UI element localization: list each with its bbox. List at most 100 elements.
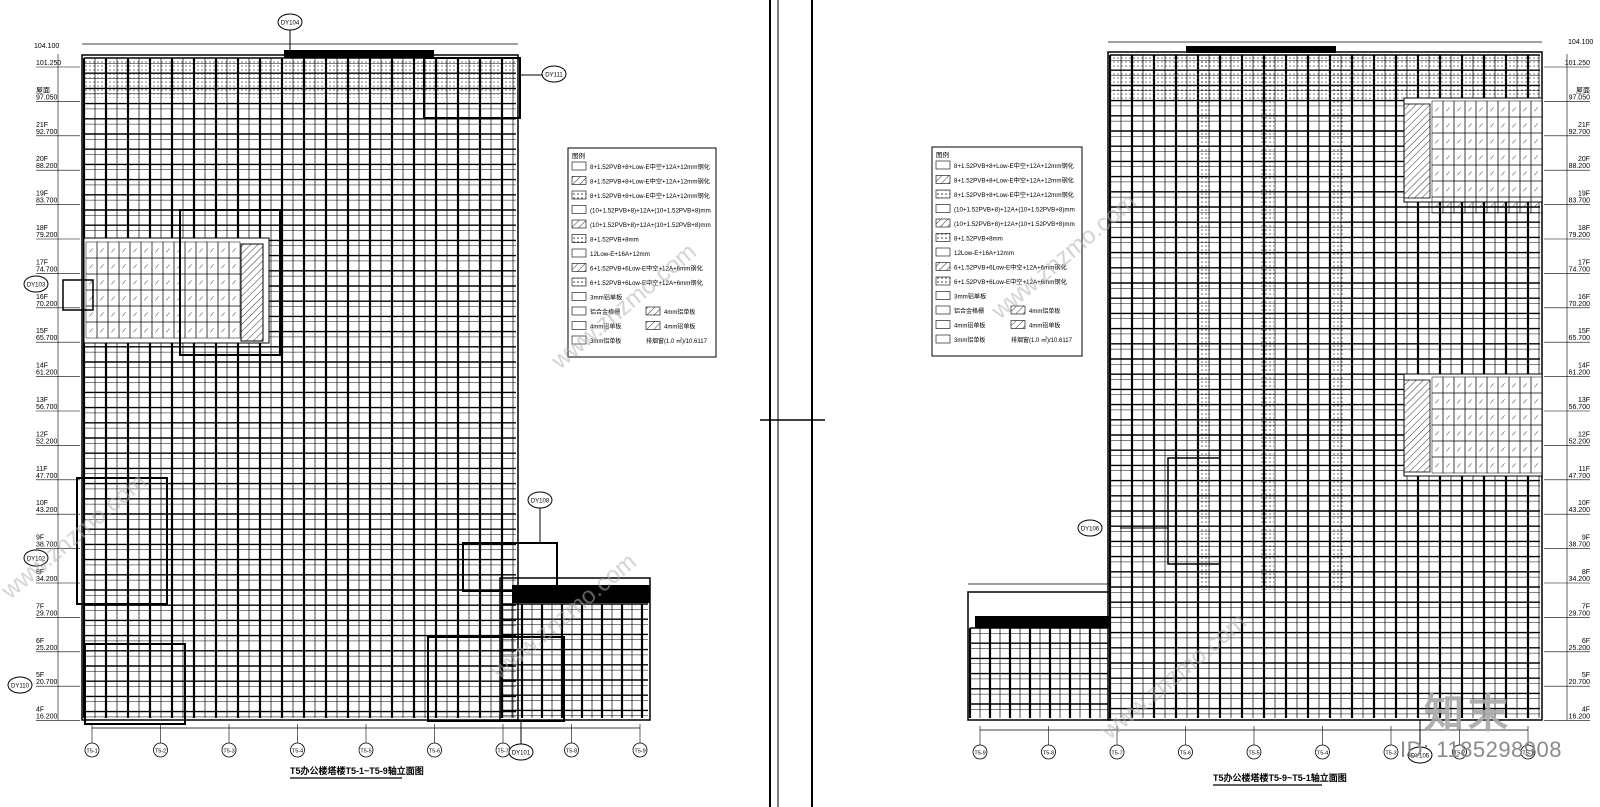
level-floor-label: 9F xyxy=(36,535,44,542)
callout-label: DY105 xyxy=(1411,753,1430,759)
level-floor-label: 4F xyxy=(1582,707,1590,714)
level-floor-label: 16F xyxy=(36,294,48,301)
level-floor-label: 18F xyxy=(36,225,48,232)
level-floor-label: 14F xyxy=(1578,363,1590,370)
callout-label: DY104 xyxy=(281,20,300,26)
legend-grid-label: 4mm铝单板 xyxy=(1029,322,1060,330)
level-floor-label: 10F xyxy=(1578,500,1590,507)
axis-bubble xyxy=(1041,744,1056,760)
legend-row-label: 6+1.52PVB+6Low-E中空+12A+6mm钢化 xyxy=(590,265,703,273)
level-elevation-label: 88.200 xyxy=(1569,163,1591,170)
callout-label: DY111 xyxy=(545,72,563,78)
level-floor-label: 6F xyxy=(1582,638,1590,645)
right-light-panel-upper xyxy=(1403,97,1543,203)
level-floor-label: 8F xyxy=(36,569,44,576)
level-elevation-label: 74.700 xyxy=(1569,266,1591,273)
legend-row-label: 8+1.52PVB+8mm xyxy=(590,237,639,244)
legend-row-label: 6+1.52PVB+6Low-E中空+12A+6mm钢化 xyxy=(590,279,703,287)
axis-bubble xyxy=(427,742,442,758)
level-elevation-label: 83.700 xyxy=(1569,198,1591,205)
callout-label: DY106 xyxy=(1081,526,1100,532)
left-hatched-strip xyxy=(240,243,264,342)
level-elevation-label: 88.200 xyxy=(36,163,58,170)
callout-bubble xyxy=(1407,746,1433,764)
level-elevation-label: 70.200 xyxy=(1569,301,1591,308)
legend-row-label: 12Low-E+16A+12mm xyxy=(954,250,1014,257)
level-floor-label: 5F xyxy=(1582,672,1590,679)
level-floor-label: 7F xyxy=(1582,603,1590,610)
level-floor-label: 17F xyxy=(36,259,48,266)
level-elevation-label: 97.050 xyxy=(36,94,58,101)
level-floor-label: 21F xyxy=(1578,122,1590,129)
axis-label: T5-6 xyxy=(1180,751,1191,757)
legend-grid-label: 4mm铝单板 xyxy=(954,322,985,330)
axis-bubble xyxy=(1315,744,1330,760)
level-elevation-label: 56.700 xyxy=(1569,404,1591,411)
level-elevation-label: 20.700 xyxy=(1569,679,1591,686)
level-floor-label: 10F xyxy=(36,500,48,507)
legend-grid-label: 3mm铝单板 xyxy=(590,337,621,345)
legend-heading: 图例 xyxy=(572,151,585,160)
callout-bubble xyxy=(508,743,534,761)
level-elevation-label: 38.700 xyxy=(1569,542,1591,549)
level-floor-label: 11F xyxy=(36,466,48,473)
callout-bubble xyxy=(277,13,303,31)
level-elevation-label: 16.200 xyxy=(1569,714,1591,721)
level-floor-label: 7F xyxy=(36,603,44,610)
level-elevation-label: 34.200 xyxy=(36,576,58,583)
level-floor-label: 16F xyxy=(1578,294,1590,301)
legend-grid-label: 3mm铝单板 xyxy=(954,336,985,344)
legend-grid-label: 铝合金格栅 xyxy=(590,308,620,316)
level-elevation-label: 16.200 xyxy=(36,714,58,721)
level-floor-label: 屋面 xyxy=(1576,86,1590,94)
legend-row-label: 3mm铝单板 xyxy=(590,294,622,302)
level-elevation-label: 52.200 xyxy=(36,438,58,445)
level-elevation-label: 92.700 xyxy=(1569,129,1591,136)
right-roof-crown xyxy=(1186,46,1336,53)
watermark-site-5: www.znzmo.com xyxy=(1096,608,1252,745)
callout-label: DY102 xyxy=(27,556,46,562)
level-elevation-label: 20.700 xyxy=(36,679,58,686)
legend-grid-label: 4mm铝单板 xyxy=(664,323,695,331)
legend-row-label: 6+1.52PVB+6Low-E中空+12A+6mm钢化 xyxy=(954,278,1067,286)
legend-grid-label: 4mm铝单板 xyxy=(590,323,621,331)
right-podium-parapet xyxy=(975,616,1110,628)
level-elevation-label: 65.700 xyxy=(36,335,58,342)
legend-row-label: 8+1.52PVB+8+Low-E中空+12A+12mm钢化 xyxy=(954,177,1074,185)
legend-row-label: 8+1.52PVB+8+Low-E中空+12A+12mm钢化 xyxy=(954,162,1074,170)
legend-row-label: 8+1.52PVB+8+Low-E中空+12A+12mm钢化 xyxy=(954,191,1074,199)
level-floor-label: 5F xyxy=(36,672,44,679)
axis-label: T5-2 xyxy=(1454,751,1465,757)
level-elevation-label: 74.700 xyxy=(36,266,58,273)
callout-label: DY110 xyxy=(11,683,30,689)
detail-callouts: DY104DY111DY103DY108DY102DY110DY101DY106… xyxy=(7,13,1433,764)
axis-label: T5-4 xyxy=(292,749,303,755)
legend-row-label: 8+1.52PVB+8+Low-E中空+12A+12mm钢化 xyxy=(590,163,710,171)
level-elevation-label: 34.200 xyxy=(1569,576,1591,583)
detail-frame-dy111 xyxy=(423,57,521,119)
axis-label: T5-9 xyxy=(634,749,645,755)
right-dotted-column xyxy=(1196,60,1210,590)
watermark-id: ID: 1185298908 xyxy=(1400,737,1562,762)
level-floor-label: 19F xyxy=(36,191,48,198)
level-elevation-label: 97.050 xyxy=(1569,94,1591,101)
level-floor-label: 15F xyxy=(36,328,48,335)
left-top-level: 104.100 xyxy=(34,43,59,50)
level-floor-label: 4F xyxy=(36,707,44,714)
level-floor-label: 15F xyxy=(1578,328,1590,335)
legend-table-right: 图例8+1.52PVB+8+Low-E中空+12A+12mm钢化8+1.52PV… xyxy=(931,146,1083,357)
right-level-marks: 101.250屋面97.05021F92.70020F88.20019F83.7… xyxy=(1544,54,1590,721)
axis-label: T5-8 xyxy=(1043,751,1054,757)
axis-bubble xyxy=(1520,744,1536,760)
legend-note: 排烟窗(1.0 ㎡)/10.6117 xyxy=(1011,336,1073,344)
axis-bubble xyxy=(632,742,648,758)
level-elevation-label: 38.700 xyxy=(36,542,58,549)
level-floor-label: 19F xyxy=(1578,191,1590,198)
level-elevation-label: 56.700 xyxy=(36,404,58,411)
level-floor-label: 14F xyxy=(36,363,48,370)
legend-grid-label: 4mm铝单板 xyxy=(664,308,695,316)
right-dotted-column-2 xyxy=(1260,60,1274,590)
left-roof-crown xyxy=(284,50,434,58)
legend-row-label: 8+1.52PVB+8+Low-E中空+12A+12mm钢化 xyxy=(590,192,710,200)
